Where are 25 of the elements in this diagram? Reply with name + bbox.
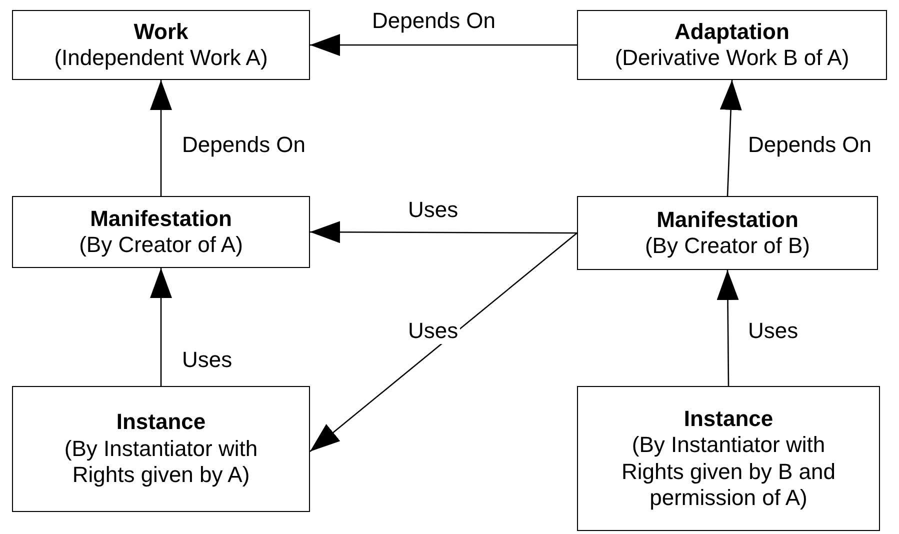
arrow xyxy=(310,34,577,56)
node-title: Instance xyxy=(684,406,774,432)
entity-box xyxy=(577,10,887,80)
node-title: Adaptation xyxy=(674,18,790,45)
node-description: (Independent Work A) xyxy=(54,45,268,72)
node-description: (By Creator of B) xyxy=(644,233,810,260)
node-description: (By Creator of A) xyxy=(79,232,243,258)
arrow xyxy=(720,80,742,196)
arrow xyxy=(150,268,172,386)
node-title: Manifestation xyxy=(656,206,798,233)
arrow xyxy=(310,221,577,244)
node-description: (Derivative Work B of A) xyxy=(614,45,850,72)
node-title: Manifestation xyxy=(90,206,232,232)
entity-box xyxy=(12,10,310,80)
node-description: (By Instantiator with Rights given by B and permission of A) xyxy=(620,432,837,512)
arrow xyxy=(150,80,172,196)
entity-box xyxy=(577,196,878,270)
entity-box xyxy=(12,196,310,268)
node-description: (By Instantiator with Rights given by A) xyxy=(63,436,259,489)
arrow xyxy=(310,232,578,452)
entity-box xyxy=(577,386,880,531)
node-title: Work xyxy=(134,18,188,45)
node-title: Instance xyxy=(116,409,206,436)
arrow xyxy=(716,270,739,386)
entity-box xyxy=(12,386,310,512)
